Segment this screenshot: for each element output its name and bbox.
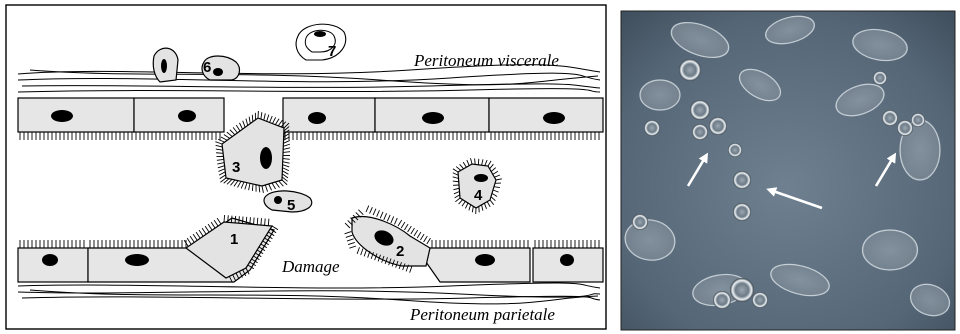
nucleus xyxy=(178,110,196,122)
small-cell xyxy=(153,48,178,82)
label-damage: Damage xyxy=(281,257,340,276)
nucleus xyxy=(274,196,282,204)
nucleus xyxy=(125,254,149,266)
label-peritoneum-viscerale: Peritoneum viscerale xyxy=(413,51,559,70)
nucleus xyxy=(51,110,73,122)
nucleus xyxy=(42,254,58,266)
nucleus xyxy=(314,31,326,37)
nucleus xyxy=(543,112,565,124)
schematic-panel: 1 2 3 4 5 xyxy=(6,5,606,329)
cell-label-7: 7 xyxy=(328,43,336,60)
cell-label-1: 1 xyxy=(230,231,238,248)
micrograph-panel xyxy=(621,11,955,330)
nucleus xyxy=(475,254,495,266)
label-peritoneum-parietale: Peritoneum parietale xyxy=(409,305,555,324)
cell-label-6: 6 xyxy=(203,59,211,76)
cell-label-4: 4 xyxy=(474,187,483,204)
nucleus xyxy=(260,147,272,169)
cell-label-3: 3 xyxy=(232,159,240,176)
cell-label-2: 2 xyxy=(396,243,404,260)
nucleus xyxy=(308,112,326,124)
nucleus xyxy=(422,112,444,124)
cell-label-5: 5 xyxy=(287,197,295,214)
nucleus xyxy=(474,174,488,182)
nucleus xyxy=(213,68,223,76)
nucleus xyxy=(560,254,574,266)
nucleus xyxy=(161,59,167,73)
